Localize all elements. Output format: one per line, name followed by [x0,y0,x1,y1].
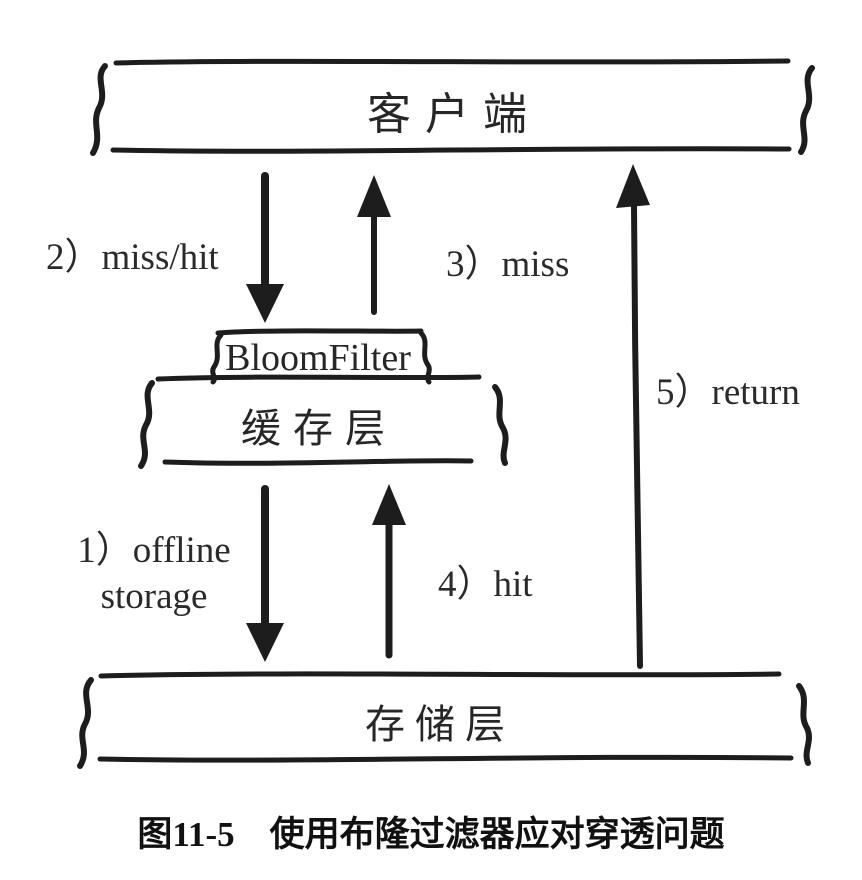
arrow-step1-head-icon [246,623,284,662]
cache-box-bottom-line [162,458,474,466]
arrow-step5-head-icon [616,164,650,208]
node-outlines [77,58,815,769]
cache-layer-node-label: 缓存层 [241,406,397,451]
step2-miss-hit-label: 2）miss/hit [46,237,219,278]
storage-box-left-brace [77,677,94,769]
step1-label-line1: 1）offline [77,530,231,571]
step5-return-label: 5）return [656,372,800,413]
bloomfilter-box-right-brace [418,330,432,385]
arrow-step4-head-icon [372,484,406,525]
storage-layer-node-label: 存储层 [365,702,515,747]
storage-box-right-brace [796,683,812,766]
step1-offline-storage-label: 1）offline storage [48,528,260,620]
client-box-top-line [113,58,791,66]
storage-box-top-line [98,671,782,679]
storage-box-bottom-line [97,754,794,763]
step1-label-line2: storage [100,576,208,617]
step4-hit-label: 4）hit [438,564,533,605]
arrow-shafts [261,172,643,669]
arrow-step2-head-icon [246,284,284,323]
client-box-left-brace [90,63,108,156]
bloomfilter-box-top-line [215,328,424,336]
client-box-bottom-line [110,146,792,154]
client-box-right-brace [798,65,815,155]
arrow-step5-up-shaft [631,203,643,669]
cache-box-right-brace [492,384,509,466]
bloom-filter-node-label: BloomFilter [225,337,411,379]
arrow-heads [246,164,650,662]
cache-box-top-line [155,374,482,382]
step3-miss-label: 3）miss [446,244,570,285]
cache-box-left-brace [138,380,155,469]
client-node-label: 客户端 [367,90,541,139]
arrow-step3-head-icon [357,175,391,217]
figure-caption: 图11-5 使用布隆过滤器应对穿透问题 [137,815,725,854]
